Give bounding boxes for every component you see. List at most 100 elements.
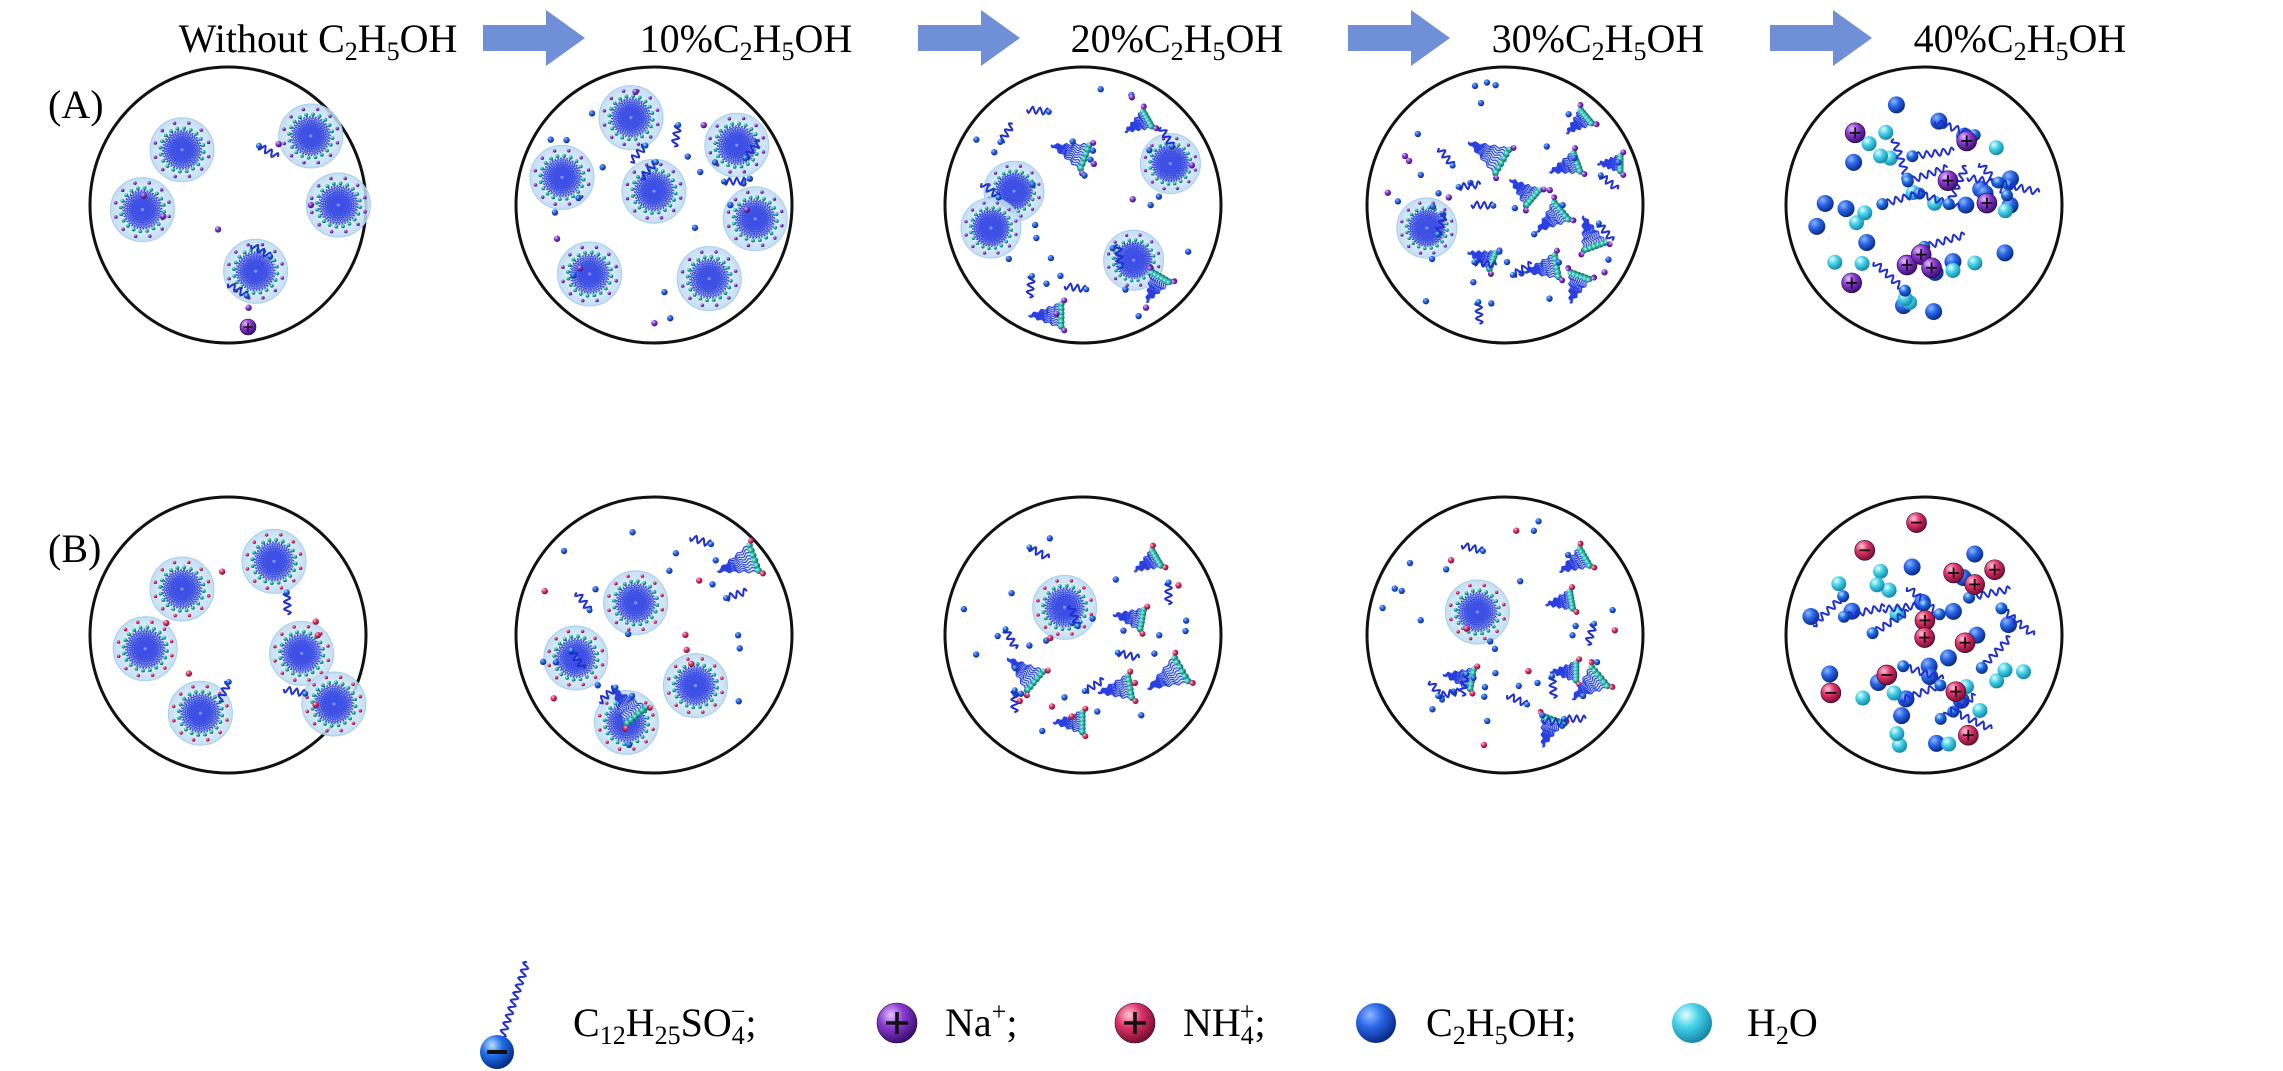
counterion: [1956, 130, 1978, 152]
micelle-fragment: [1571, 659, 1616, 701]
ethanol-molecule: [1417, 171, 1425, 179]
free-surfactant: [742, 139, 760, 162]
micelle: [305, 172, 371, 238]
ethanol-molecule: [588, 110, 596, 117]
ethanol-molecule: [1579, 692, 1587, 700]
counterion: [1142, 304, 1150, 311]
ethanol-molecule: [594, 682, 601, 689]
counterion: [307, 201, 315, 209]
water-molecule: [1881, 582, 1897, 598]
free-surfactant: [1026, 105, 1052, 116]
free-surfactant: [630, 142, 649, 164]
counterion: [1844, 122, 1866, 144]
free-surfactant: [282, 685, 309, 698]
free-surfactant: [1560, 714, 1587, 724]
panel-b-3: [1365, 495, 1645, 775]
ethanol-molecule: [1151, 650, 1158, 657]
micelle-fragment: [1578, 214, 1613, 258]
counterion: [1047, 634, 1054, 642]
counterion: [651, 319, 658, 327]
counterion: [1896, 254, 1918, 276]
panel-a-2: [943, 65, 1223, 345]
ethanol-molecule: [1398, 587, 1405, 595]
counterion: [1048, 703, 1056, 710]
ethanol-molecule: [1069, 138, 1076, 145]
ethanol-molecule: [575, 194, 582, 202]
counterion: [1984, 559, 2005, 581]
ethanol-molecule: [570, 272, 577, 279]
ethanol-molecule: [1488, 300, 1495, 307]
ethanol-molecule: [1503, 258, 1511, 266]
ethanol-molecule: [1414, 130, 1421, 138]
ethanol-molecule: [1939, 649, 1957, 667]
ethanol-molecule: [1046, 535, 1054, 542]
legend-na-icon: [876, 1002, 918, 1044]
ethanol-molecule: [1515, 682, 1522, 690]
micelle: [1444, 579, 1510, 645]
ethanol-molecule: [1089, 615, 1096, 622]
free-surfactant: [217, 678, 232, 703]
free-surfactant: [1901, 163, 1949, 188]
ethanol-molecule: [1571, 154, 1578, 162]
water-molecule: [1892, 737, 1908, 753]
micelle: [529, 144, 595, 210]
legend-na-label: Na+;: [945, 997, 1017, 1045]
ethanol-molecule: [1893, 707, 1911, 725]
ethanol-molecule: [1429, 203, 1437, 210]
ethanol-molecule: [1530, 231, 1538, 238]
micelle: [704, 112, 770, 178]
free-surfactant: [1114, 649, 1141, 662]
micelle-fragment: [1565, 101, 1600, 135]
counterion: [1405, 157, 1413, 165]
ethanol-molecule: [1816, 194, 1834, 212]
free-surfactant: [1009, 687, 1020, 714]
counterion: [1090, 160, 1098, 168]
free-surfactant: [250, 243, 274, 260]
free-surfactant: [1471, 258, 1498, 269]
ethanol-molecule: [1481, 683, 1489, 691]
ethanol-molecule: [960, 605, 968, 613]
micelle: [109, 177, 175, 243]
counterion: [1601, 269, 1608, 276]
counterion: [1914, 610, 1936, 631]
water-molecule: [1878, 124, 1894, 140]
water-molecule: [1854, 255, 1870, 271]
free-surfactant: [1547, 673, 1559, 699]
water-molecule: [1857, 205, 1873, 221]
counterion: [576, 264, 584, 272]
ethanol-molecule: [1470, 674, 1477, 682]
counterion: [185, 670, 193, 677]
ethanol-molecule: [1017, 690, 1025, 697]
ethanol-molecule: [1417, 617, 1424, 624]
free-surfactant: [226, 282, 250, 299]
ethanol-molecule: [2000, 616, 2018, 634]
micelle: [241, 528, 307, 594]
stage-label-4: 40%C2H5OH: [1914, 16, 2127, 66]
ethanol-molecule: [1559, 201, 1566, 209]
free-surfactant: [1436, 147, 1456, 169]
free-surfactant: [1597, 172, 1620, 190]
panels: [88, 65, 2064, 775]
free-surfactant: [1837, 602, 1886, 623]
ethanol-molecule: [1138, 712, 1145, 719]
counterion: [1513, 527, 1520, 534]
ethanol-molecule: [1435, 190, 1442, 197]
ethanol-molecule: [1422, 297, 1430, 305]
free-surfactant: [1113, 243, 1125, 270]
ethanol-molecule: [1029, 181, 1036, 188]
water-molecule: [1672, 1003, 1712, 1043]
ethanol-molecule: [972, 651, 980, 658]
water-molecule: [1967, 255, 1983, 271]
micelle: [1396, 197, 1458, 259]
ethanol-molecule: [1837, 200, 1855, 218]
counterion: [553, 235, 561, 242]
micelle: [1103, 229, 1165, 291]
panel-a-3: [1365, 65, 1645, 345]
legend-nh4-icon: [1114, 1002, 1156, 1044]
legend-water-icon: [1672, 1003, 1712, 1043]
free-surfactant: [1897, 660, 1945, 682]
ethanol-molecule: [547, 136, 554, 143]
micelle: [278, 103, 344, 169]
counterion: [1546, 186, 1553, 194]
